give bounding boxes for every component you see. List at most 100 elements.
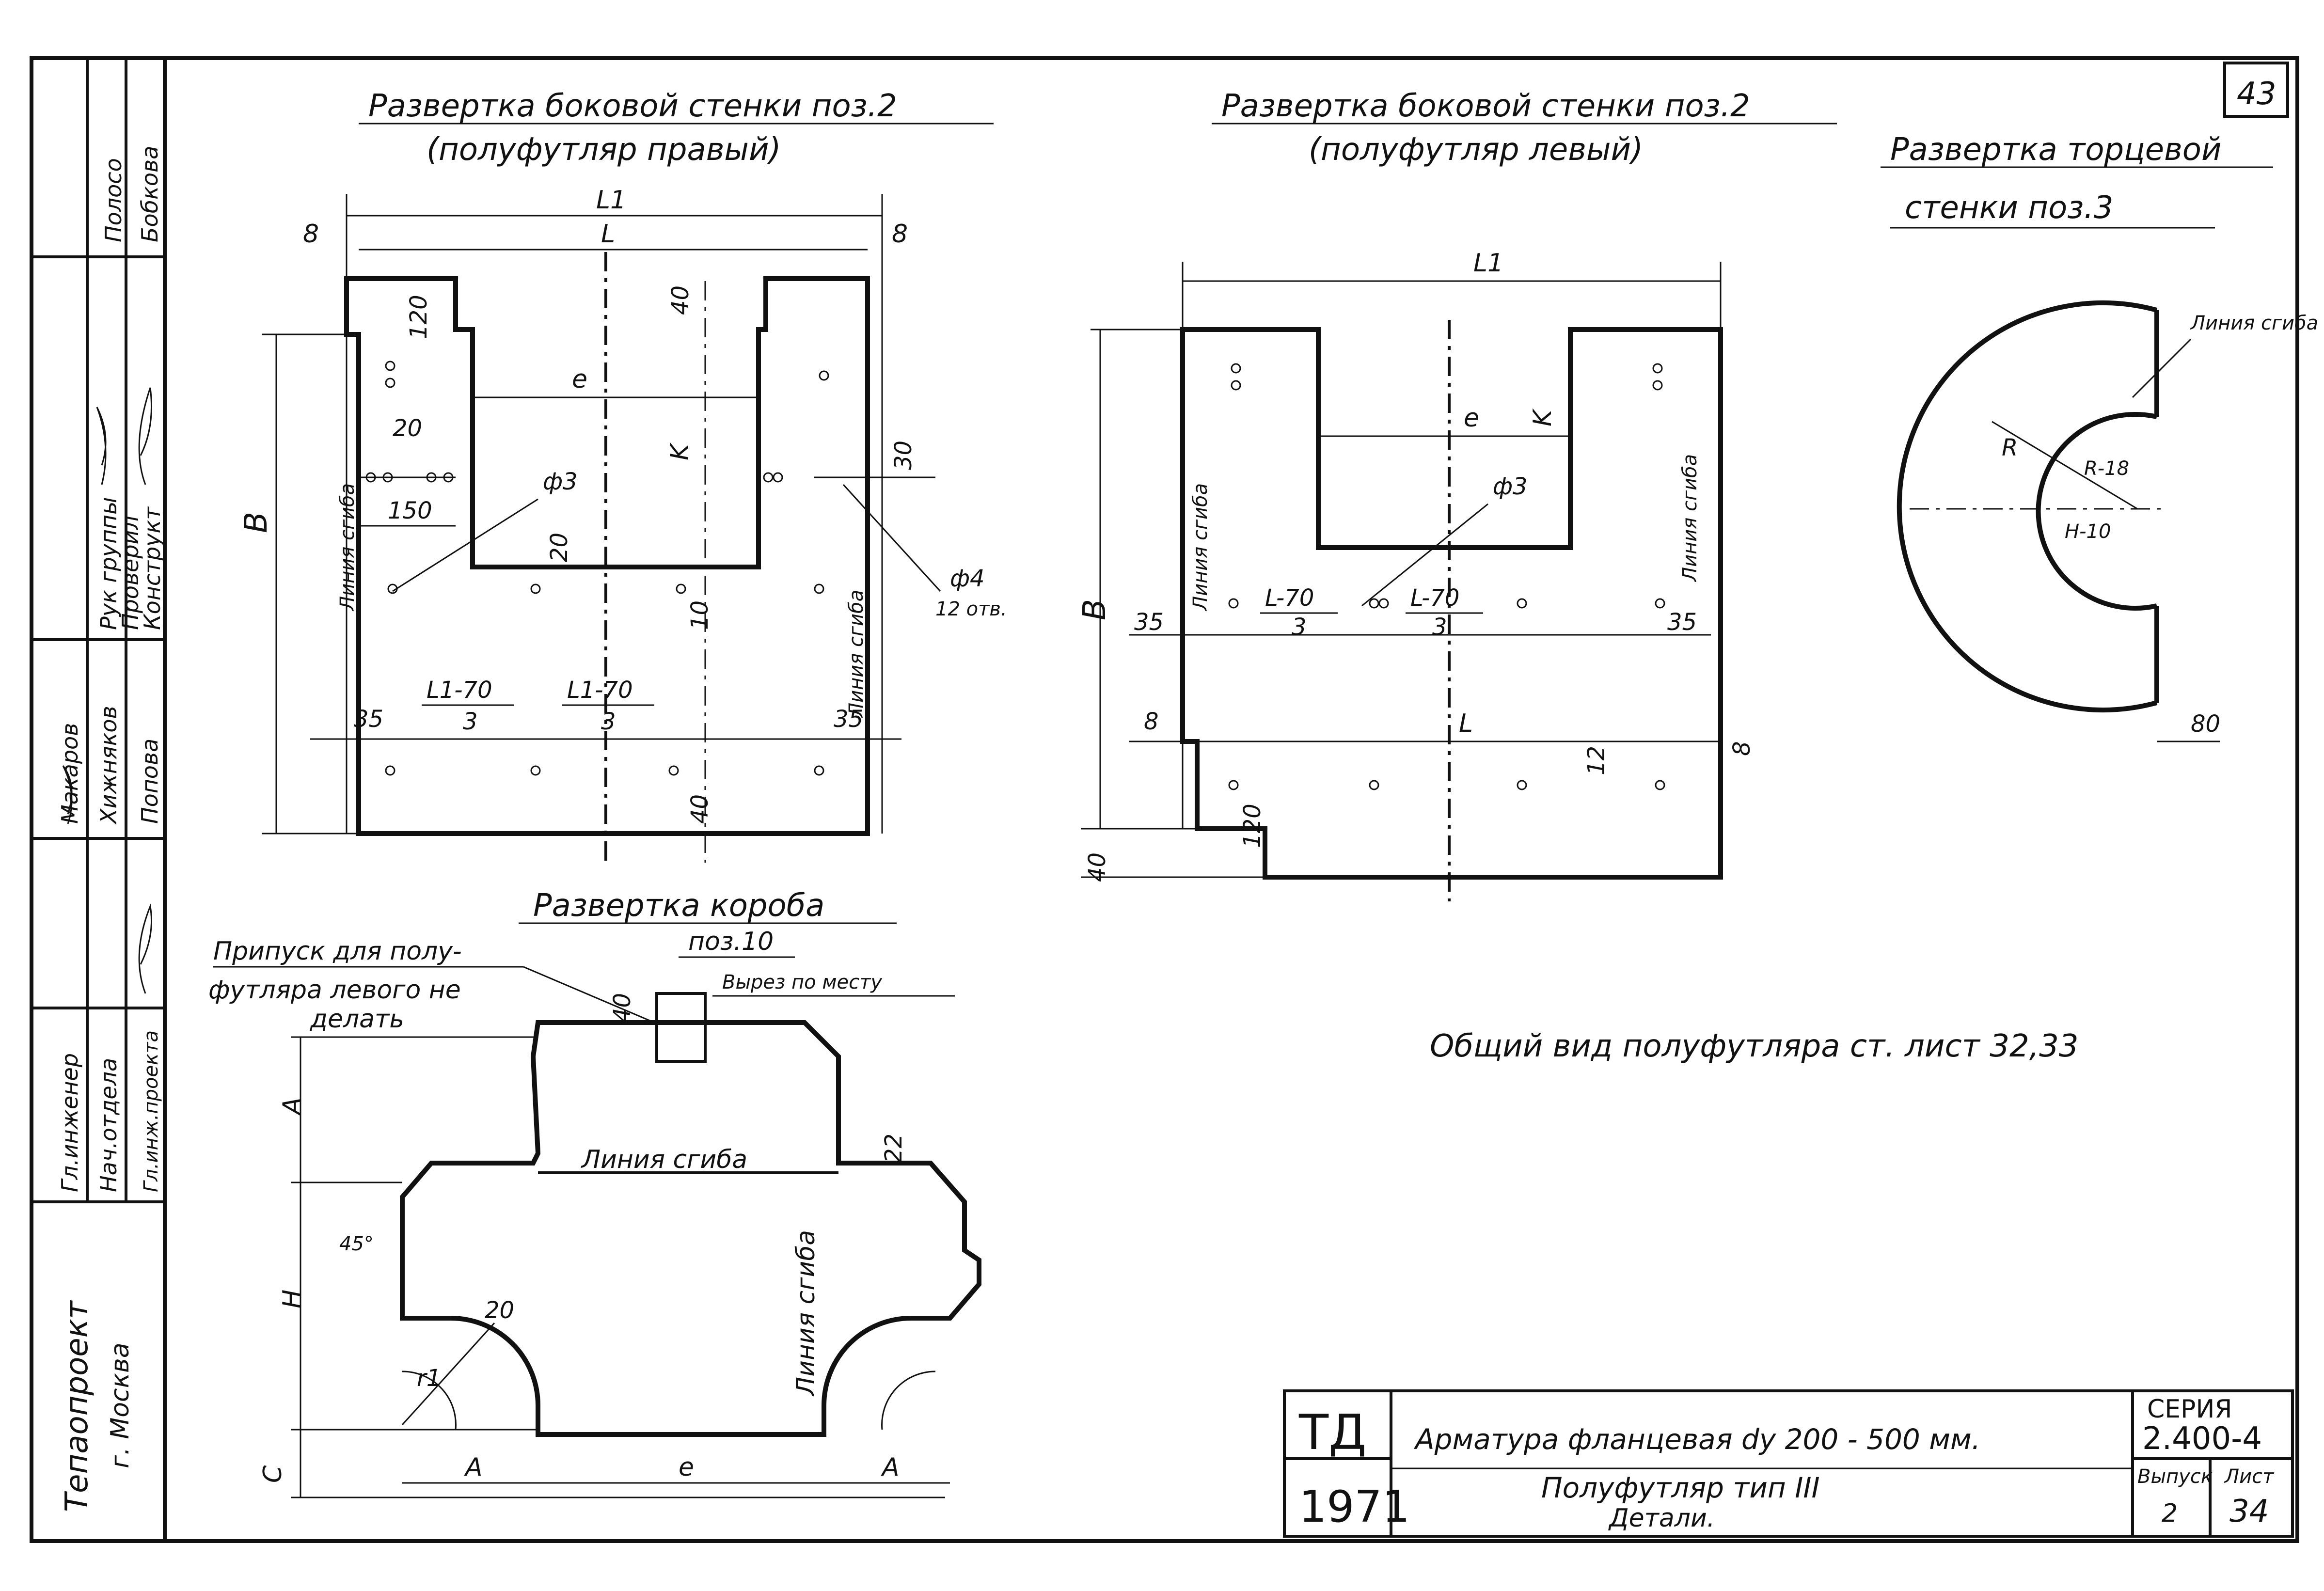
view4-A-left: A xyxy=(464,1453,483,1482)
view4-allowance-2: футляра левого не xyxy=(208,976,461,1005)
view1-frac2-num: L1-70 xyxy=(567,677,633,704)
stamp-year: 1971 xyxy=(1299,1481,1410,1532)
view3-arc-outer xyxy=(1897,300,2158,712)
view2-bend-left: Линия сгиба xyxy=(1189,483,1212,612)
strip-role2-3: Конструкт xyxy=(139,506,165,630)
view2-35b: 35 xyxy=(1667,609,1697,636)
view1-8-left: 8 xyxy=(303,220,319,249)
view2-K: K xyxy=(1528,408,1557,426)
view1-10: 10 xyxy=(686,600,713,630)
view4-20: 20 xyxy=(485,1297,514,1324)
view1-35a: 35 xyxy=(354,706,383,733)
general-note: Общий вид полуфутляра ст. лист 32,33 xyxy=(1430,1028,2079,1064)
view2-frac1-den: 3 xyxy=(1292,614,1307,641)
view2-title: Развертка боковой стенки поз.2 xyxy=(1221,88,1750,124)
view2-L: L xyxy=(1459,709,1473,738)
view4-outline xyxy=(400,1020,981,1437)
view2-e: e xyxy=(1464,404,1479,433)
view2-frac2-den: 3 xyxy=(1432,614,1447,641)
view2-frac2-num: L-70 xyxy=(1410,584,1459,612)
stamp-subtitle2: Детали. xyxy=(1608,1504,1715,1533)
view1-B: B xyxy=(238,512,274,533)
view2-12: 12 xyxy=(1583,746,1610,775)
view4-allowance-3: делать xyxy=(310,1005,404,1034)
view4-r1: r1 xyxy=(417,1365,441,1392)
view2-frac1-num: L-70 xyxy=(1265,584,1314,612)
view2-35a: 35 xyxy=(1134,609,1164,636)
view1-K: K xyxy=(665,442,695,460)
stamp-series: 2.400-4 xyxy=(2142,1421,2262,1457)
sheet-number-box xyxy=(2223,62,2289,118)
strip-role-1: Гл.инженер xyxy=(57,1053,83,1192)
stamp-issue: 2 xyxy=(2162,1499,2178,1528)
signature-3 xyxy=(62,765,73,824)
view1-holes-markers xyxy=(365,361,829,776)
stamp-sheet: 34 xyxy=(2229,1494,2269,1529)
view4-A-top: A xyxy=(278,1097,307,1116)
view4-inner-arc-left xyxy=(402,1370,457,1430)
view1-phi3: ф3 xyxy=(543,468,578,495)
view1-bend-right: Линия сгиба xyxy=(845,590,868,718)
signature-4 xyxy=(138,903,152,994)
view4-45: 45° xyxy=(339,1233,374,1255)
view4-e: e xyxy=(679,1453,694,1482)
view4-cut: Вырез по месту xyxy=(722,971,883,993)
view1-20b: 20 xyxy=(546,533,573,562)
view4-pos: поз.10 xyxy=(688,927,774,956)
view2-phi3: ф3 xyxy=(1493,473,1528,500)
view4-A-right: A xyxy=(881,1453,900,1482)
view3-H10: H-10 xyxy=(2065,520,2111,543)
strip-role2-2: Проверил xyxy=(117,516,143,630)
view2-L1: L1 xyxy=(1473,249,1503,278)
view1-8-right: 8 xyxy=(892,220,908,249)
strip-name-2: Хижняков xyxy=(95,706,122,825)
stamp-sheet-label: Лист xyxy=(2224,1465,2275,1488)
view1-outline xyxy=(344,276,870,836)
view4-22: 22 xyxy=(880,1134,907,1163)
view1-holes: 12 отв. xyxy=(935,598,1007,620)
view1-40: 40 xyxy=(667,285,694,315)
view4-C: C xyxy=(258,1465,287,1483)
view4-title: Развертка короба xyxy=(533,888,824,924)
title-block xyxy=(1283,1389,2294,1538)
view1-150: 150 xyxy=(388,497,432,524)
view1-30: 30 xyxy=(890,441,917,470)
view1-L: L xyxy=(601,220,615,249)
view3-title2: стенки поз.3 xyxy=(1905,190,2113,226)
view4-allowance-1: Припуск для полу- xyxy=(213,937,462,966)
view1-frac1-num: L1-70 xyxy=(427,677,492,704)
strip-name2-2: Бобкова xyxy=(137,146,163,242)
strip-org: Тепаопроект xyxy=(59,1300,95,1512)
strip-role2-1: Рук группы xyxy=(95,497,122,630)
view2-subtitle: (полуфутляр левый) xyxy=(1309,132,1643,168)
strip-role-3: Гл.инж.проекта xyxy=(140,1030,162,1192)
stamp-subtitle1: Полуфутляр тип III xyxy=(1541,1471,1820,1504)
strip-name2-1: Полосо xyxy=(100,158,126,242)
view3-title1: Развертка торцевой xyxy=(1890,132,2222,168)
view4-H: H xyxy=(278,1290,307,1308)
view2-B: B xyxy=(1077,599,1113,620)
view1-title: Развертка боковой стенки поз.2 xyxy=(368,88,897,124)
view2-bend-right: Линия сгиба xyxy=(1679,454,1701,583)
sheet-number: 43 xyxy=(2237,76,2276,112)
view3-R: R xyxy=(2002,434,2018,461)
view4-bend2: Линия сгиба xyxy=(791,1230,821,1397)
view3-R18: R-18 xyxy=(2084,457,2129,480)
view2-120: 120 xyxy=(1239,803,1266,848)
strip-role-2: Нач.отдела xyxy=(95,1058,122,1192)
view3-arc-inner xyxy=(2036,412,2158,611)
view1-L1: L1 xyxy=(596,186,626,215)
view2-8b: 8 xyxy=(1728,741,1755,756)
signature-2 xyxy=(138,387,152,485)
stamp-title: Арматура фланцевая dy 200 - 500 мм. xyxy=(1413,1423,1980,1456)
view1-35b: 35 xyxy=(834,706,863,733)
view1-bend-left: Линия сгиба xyxy=(336,483,359,612)
stamp-series-label: СЕРИЯ xyxy=(2147,1395,2232,1424)
view4-40: 40 xyxy=(609,993,636,1023)
view1-120: 120 xyxy=(405,295,432,339)
view4-cut-slot xyxy=(655,992,707,1063)
view1-frac2-den: 3 xyxy=(601,708,616,735)
view3-bend: Линия сгиба xyxy=(2190,312,2318,334)
signature-1 xyxy=(96,407,107,485)
